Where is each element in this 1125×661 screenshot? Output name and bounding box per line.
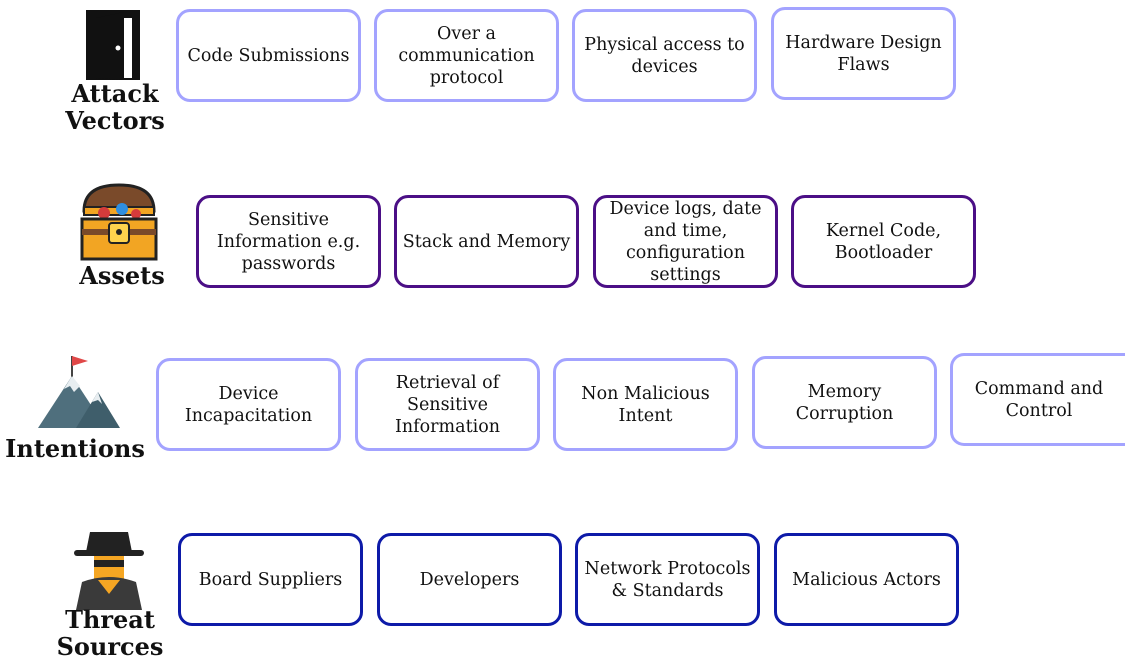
- attack-vector-box: Over a communication protocol: [374, 9, 559, 102]
- attack-vector-box: Physical access to devices: [572, 9, 757, 102]
- threat-source-box: Board Suppliers: [178, 533, 363, 626]
- treasure-chest-icon: [78, 181, 160, 265]
- open-door-icon: [84, 8, 142, 86]
- asset-box: Kernel Code, Bootloader: [791, 195, 976, 288]
- threat-source-box: Malicious Actors: [774, 533, 959, 626]
- intentions-label: Intentions: [5, 434, 145, 463]
- asset-box: Device logs, date and time, configuratio…: [593, 195, 778, 288]
- hacker-spy-icon: [68, 530, 150, 614]
- assets-label: Assets: [79, 261, 165, 290]
- asset-box: Sensitive Information e.g. passwords: [196, 195, 381, 288]
- intention-box: Memory Corruption: [752, 356, 937, 449]
- intention-box: Non Malicious Intent: [553, 358, 738, 451]
- threat-source-box: Developers: [377, 533, 562, 626]
- asset-box: Stack and Memory: [394, 195, 579, 288]
- mountain-flag-icon: [36, 352, 122, 434]
- intention-box: Retrieval of Sensitive Information: [355, 358, 540, 451]
- threat-sources-label: Threat Sources: [56, 605, 164, 661]
- intention-box: Command and Control: [950, 353, 1125, 446]
- attack-vector-box: Code Submissions: [176, 9, 361, 102]
- threat-source-box: Network Protocols & Standards: [575, 533, 760, 626]
- attack-vector-box: Hardware Design Flaws: [771, 7, 956, 100]
- attack-vectors-label: Attack Vectors: [65, 79, 165, 135]
- intention-box: Device Incapacitation: [156, 358, 341, 451]
